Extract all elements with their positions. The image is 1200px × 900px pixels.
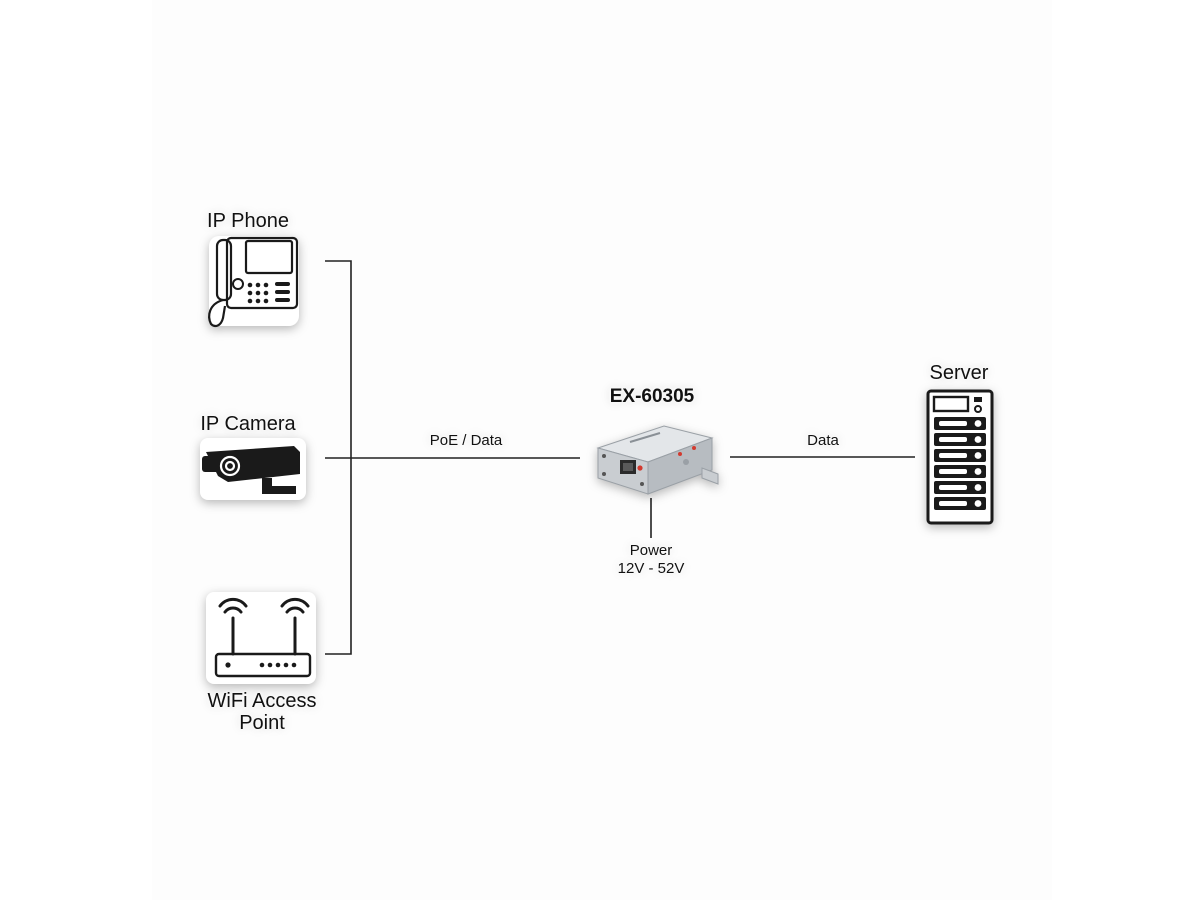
converter-device-icon [596, 425, 719, 495]
router-icon [206, 592, 316, 684]
ip-camera-label: IP Camera [200, 413, 296, 435]
power-label-line1: Power [629, 542, 673, 559]
wifi-access-point-label: WiFi Access Point [202, 690, 322, 734]
device-model-label: EX-60305 [609, 386, 695, 407]
server-label: Server [929, 362, 989, 384]
wifi-label-line1: WiFi Access [207, 690, 317, 712]
phone-icon [208, 236, 299, 328]
server-icon [926, 389, 994, 525]
ip-phone-label: IP Phone [207, 210, 289, 232]
power-label: Power 12V - 52V [604, 542, 698, 578]
data-label: Data [807, 432, 839, 449]
power-label-line2: 12V - 52V [617, 560, 685, 577]
poe-data-label: PoE / Data [429, 432, 503, 449]
camera-icon [200, 438, 306, 500]
wifi-label-line2: Point [239, 712, 285, 734]
